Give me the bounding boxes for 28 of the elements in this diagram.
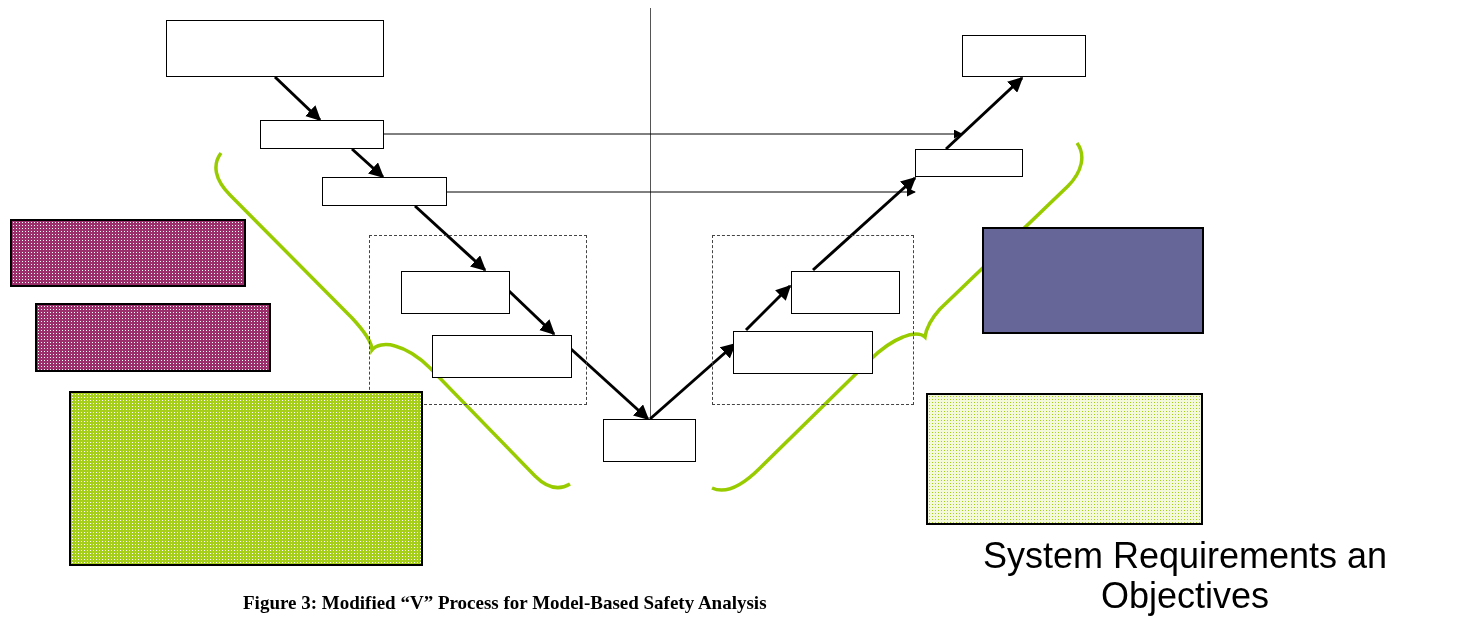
empty-process-box [166,20,384,77]
arrow [383,129,963,139]
empty-patterned-box [10,219,246,287]
arrow [351,147,385,179]
arrow [744,284,792,332]
arrow [414,204,487,272]
empty-patterned-box [35,303,271,372]
empty-dashed-group-box [712,235,914,405]
arrow [944,76,1024,151]
empty-process-box [791,271,900,314]
empty-process-box [962,35,1086,77]
empty-process-box [603,419,696,462]
empty-process-box [401,271,510,314]
figure-caption: Figure 3: Modified “V” Process for Model-Based Safety Analysis [243,592,767,614]
empty-process-box [432,335,572,378]
empty-process-box [260,120,384,149]
empty-patterned-box [69,391,423,566]
arrow [570,347,650,421]
empty-filled-box [982,227,1204,334]
empty-process-box [322,177,447,206]
empty-dashed-group-box [369,235,587,405]
arrow [812,176,917,272]
annotation-text: System Requirements an Objectives [981,536,1389,616]
empty-patterned-box [926,393,1203,525]
arrow [446,187,916,197]
arrow [273,75,322,122]
empty-process-box [915,149,1023,177]
empty-process-box [733,331,873,374]
